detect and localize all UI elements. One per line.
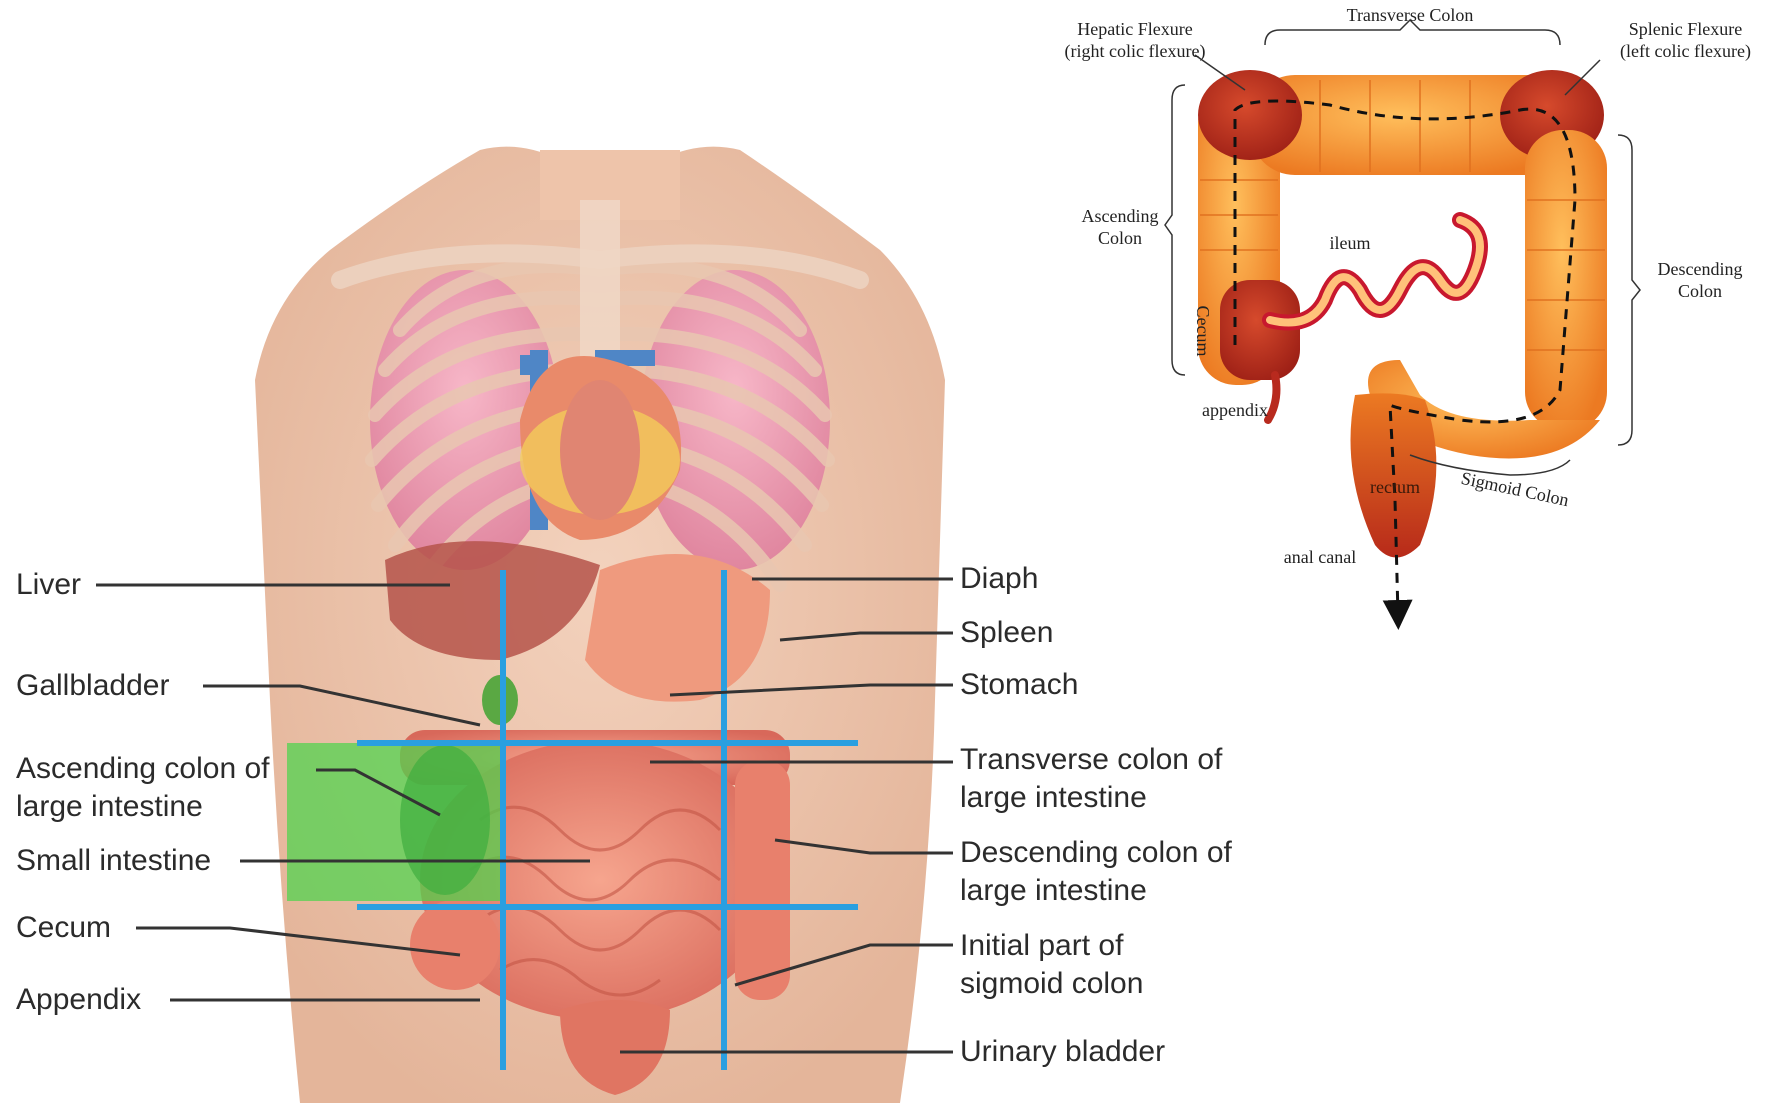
label-ascending-colon-right: Ascending Colon <box>1075 205 1165 249</box>
label-transverse-colon-right: Transverse Colon <box>1335 4 1485 26</box>
label-splenic-flexure: Splenic Flexure (left colic flexure) <box>1598 18 1773 62</box>
label-rectum: rectum <box>1360 476 1430 498</box>
label-appendix-right: appendix <box>1190 399 1280 421</box>
label-anal-canal: anal canal <box>1275 546 1365 568</box>
hepatic-flexure <box>1198 70 1302 160</box>
label-hepatic-flexure: Hepatic Flexure (right colic flexure) <box>1040 18 1230 62</box>
bracket-descending <box>1618 135 1640 445</box>
label-ileum: ileum <box>1320 232 1380 254</box>
bracket-ascending <box>1165 85 1185 375</box>
descending-colon-segment <box>1525 130 1607 430</box>
label-splenic-flexure-sub: (left colic flexure) <box>1598 40 1773 62</box>
label-descending-colon-right: Descending Colon <box>1645 258 1755 302</box>
label-hepatic-flexure-sub: (right colic flexure) <box>1040 40 1230 62</box>
label-hepatic-flexure-title: Hepatic Flexure <box>1040 18 1230 40</box>
label-cecum-right: Cecum <box>1192 296 1214 366</box>
label-splenic-flexure-title: Splenic Flexure <box>1598 18 1773 40</box>
